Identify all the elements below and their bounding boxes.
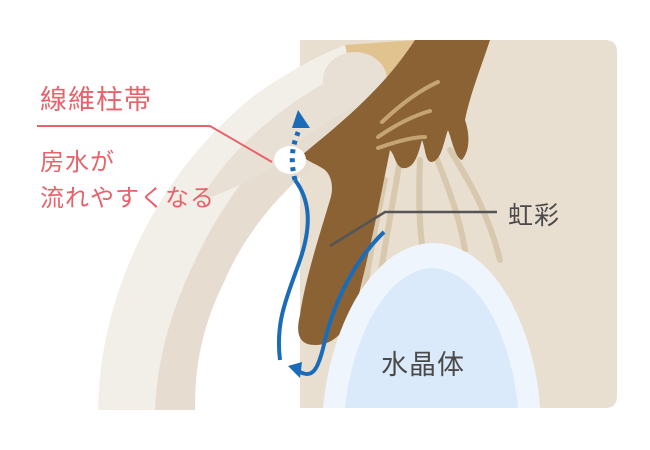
aqueous-flow-label-line1: 房水が: [40, 148, 115, 176]
zonule-leader-line: [37, 125, 273, 163]
arrow-head-loop-icon: [288, 362, 302, 378]
iris-stripes: [376, 80, 440, 150]
iris-label: 虹彩: [508, 201, 561, 230]
aqueous-flow-label-line2: 流れやすくなる: [40, 184, 215, 212]
lens-label: 水晶体: [381, 350, 465, 381]
iris-leader-line: [329, 210, 497, 248]
zonule-label: 線維柱帯: [40, 85, 152, 116]
lens-inner: [345, 268, 518, 408]
aqueous-flow-arrow-icon: [276, 110, 386, 378]
arrow-head-up-icon: [292, 110, 310, 128]
trabecular-region: [200, 75, 365, 200]
cornea-arc: [98, 45, 360, 410]
iris-shape: [298, 40, 490, 345]
